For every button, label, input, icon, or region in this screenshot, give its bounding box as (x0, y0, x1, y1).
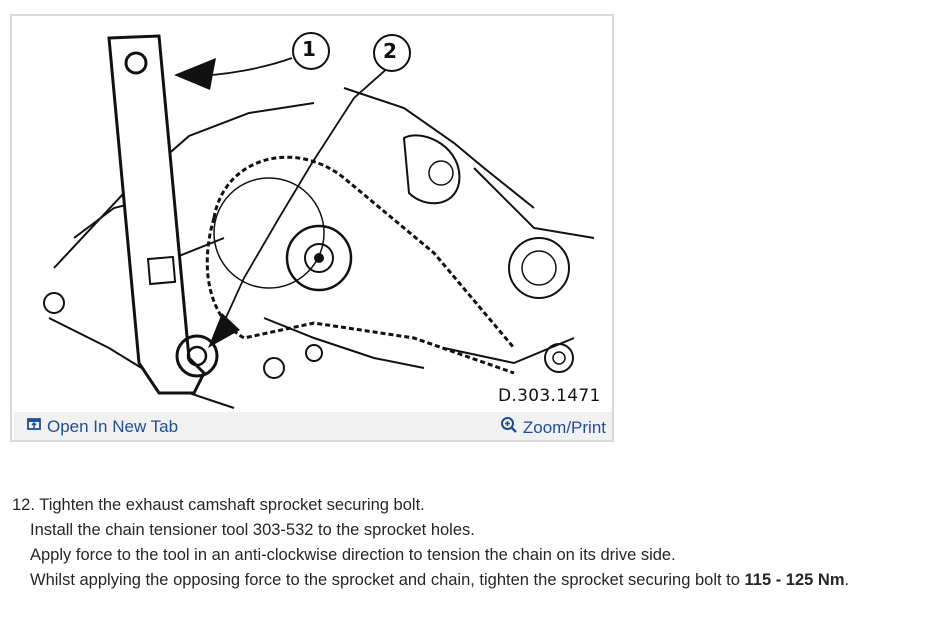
figure-footer: Open In New Tab Zoom/Print (14, 412, 612, 440)
instruction-line-3: Apply force to the tool in an anti-clock… (30, 546, 676, 564)
step-number: 12. (12, 496, 35, 514)
instruction-line-4-text: Whilst applying the opposing force to th… (30, 571, 740, 589)
zoom-print-label: Zoom/Print (522, 417, 606, 437)
diagram-code: D.303.1471 (498, 386, 601, 406)
technical-diagram (14, 18, 612, 410)
zoom-icon (500, 416, 518, 439)
open-in-new-tab-link[interactable]: Open In New Tab (26, 416, 178, 437)
open-tab-icon (26, 416, 42, 437)
instruction-line-2: Install the chain tensioner tool 303-532… (30, 521, 475, 539)
torque-value: 115 - 125 Nm (744, 571, 845, 589)
instruction-line-4-end: . (844, 571, 850, 589)
instruction-step: 12. Tighten the exhaust camshaft sprocke… (12, 493, 849, 593)
step-title: Tighten the exhaust camshaft sprocket se… (39, 496, 425, 514)
instruction-line-4: Whilst applying the opposing force to th… (12, 568, 849, 593)
callout-2: 2 (383, 39, 397, 63)
figure-card: 1 2 D.303.1471 Open In New Tab Zoom (10, 14, 614, 442)
zoom-print-link[interactable]: Zoom/Print (500, 416, 606, 439)
step-title-line: 12. Tighten the exhaust camshaft sprocke… (12, 493, 849, 518)
open-in-new-tab-label: Open In New Tab (47, 416, 179, 436)
callout-1: 1 (302, 37, 316, 61)
